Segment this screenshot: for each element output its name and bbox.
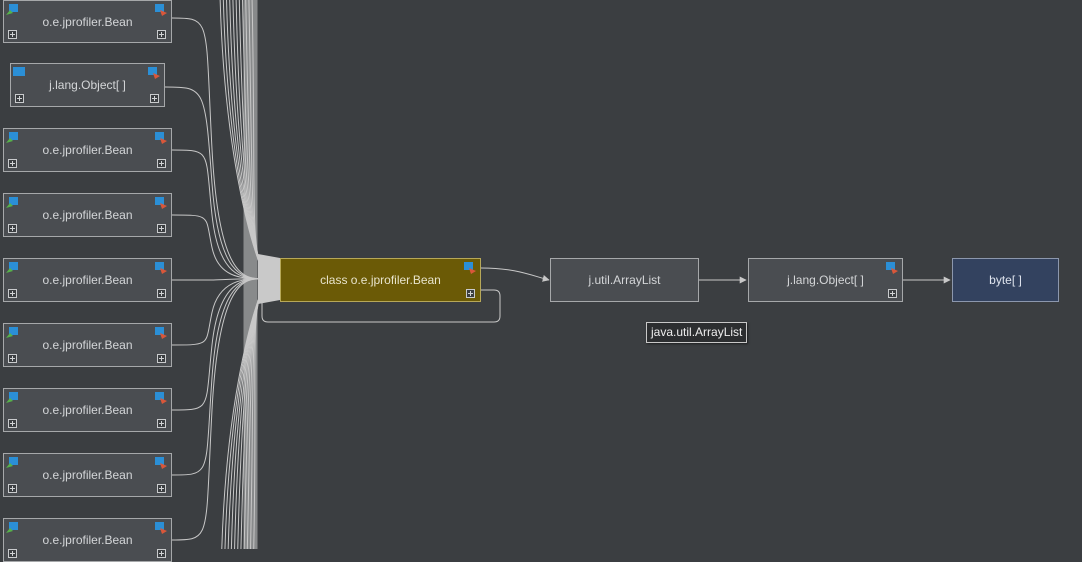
incoming-arrowhead [258,254,280,304]
referrer-label: o.e.jprofiler.Bean [42,468,133,482]
expand-icon[interactable] [466,289,475,298]
referrer-node[interactable]: j.lang.Object[ ] [10,63,165,107]
referrer-node[interactable]: o.e.jprofiler.Bean [3,453,172,497]
object-array-node[interactable]: j.lang.Object[ ] [748,258,903,302]
referrer-label: o.e.jprofiler.Bean [42,143,133,157]
expand-icon[interactable] [157,159,166,168]
edge-self-loop [261,289,501,323]
expand-icon[interactable] [888,289,897,298]
expand-icon[interactable] [8,289,17,298]
referrer-label: o.e.jprofiler.Bean [42,403,133,417]
incoming-edge-bundle [164,0,263,549]
outgoing-references-icon[interactable] [155,522,167,534]
incoming-references-icon[interactable] [6,262,18,274]
selected-node-label: class o.e.jprofiler.Bean [320,273,441,287]
expand-icon[interactable] [8,484,17,493]
referrer-node[interactable]: o.e.jprofiler.Bean [3,258,172,302]
object-array-label: j.lang.Object[ ] [787,273,864,287]
referrer-label: o.e.jprofiler.Bean [42,208,133,222]
referrer-label: o.e.jprofiler.Bean [42,338,133,352]
incoming-references-icon[interactable] [6,197,18,209]
incoming-references-icon[interactable] [6,327,18,339]
incoming-references-icon[interactable] [6,132,18,144]
byte-array-label: byte[ ] [989,273,1022,287]
referrer-node[interactable]: o.e.jprofiler.Bean [3,128,172,172]
expand-icon[interactable] [157,484,166,493]
incoming-references-icon[interactable] [13,67,25,79]
incoming-references-icon[interactable] [6,457,18,469]
referrer-node[interactable]: o.e.jprofiler.Bean [3,0,172,43]
edge-selected-to-arraylist [480,267,550,282]
arraylist-node[interactable]: j.util.ArrayList [550,258,699,302]
expand-icon[interactable] [157,30,166,39]
outgoing-references-icon[interactable] [155,457,167,469]
outgoing-references-icon[interactable] [155,132,167,144]
referrer-label: o.e.jprofiler.Bean [42,14,133,29]
outgoing-references-icon[interactable] [155,197,167,209]
referrer-node[interactable]: o.e.jprofiler.Bean [3,323,172,367]
reference-edges [164,0,951,549]
selected-class-node[interactable]: class o.e.jprofiler.Bean [280,258,481,302]
expand-icon[interactable] [157,289,166,298]
incoming-references-icon[interactable] [6,522,18,534]
expand-icon[interactable] [157,549,166,558]
outgoing-references-icon[interactable] [464,262,476,274]
referrer-label: o.e.jprofiler.Bean [42,273,133,287]
expand-icon[interactable] [8,549,17,558]
arraylist-label: j.util.ArrayList [588,273,661,287]
incoming-references-icon[interactable] [6,392,18,404]
outgoing-references-icon[interactable] [148,67,160,79]
expand-icon[interactable] [157,224,166,233]
expand-icon[interactable] [8,354,17,363]
expand-icon[interactable] [15,94,24,103]
expand-icon[interactable] [157,419,166,428]
byte-array-node[interactable]: byte[ ] [952,258,1059,302]
outgoing-references-icon[interactable] [155,392,167,404]
referrer-label: j.lang.Object[ ] [49,78,126,92]
expand-icon[interactable] [8,419,17,428]
expand-icon[interactable] [150,94,159,103]
expand-icon[interactable] [157,354,166,363]
outgoing-references-icon[interactable] [155,4,167,16]
expand-icon[interactable] [8,30,17,39]
referrer-node[interactable]: o.e.jprofiler.Bean [3,388,172,432]
referrer-label: o.e.jprofiler.Bean [42,533,133,547]
incoming-references-icon[interactable] [6,4,18,16]
referrer-node[interactable]: o.e.jprofiler.Bean [3,518,172,562]
expand-icon[interactable] [8,159,17,168]
outgoing-references-icon[interactable] [155,262,167,274]
outgoing-references-icon[interactable] [155,327,167,339]
expand-icon[interactable] [8,224,17,233]
outgoing-references-icon[interactable] [886,262,898,274]
referrer-node[interactable]: o.e.jprofiler.Bean [3,193,172,237]
tooltip: java.util.ArrayList [646,322,748,343]
